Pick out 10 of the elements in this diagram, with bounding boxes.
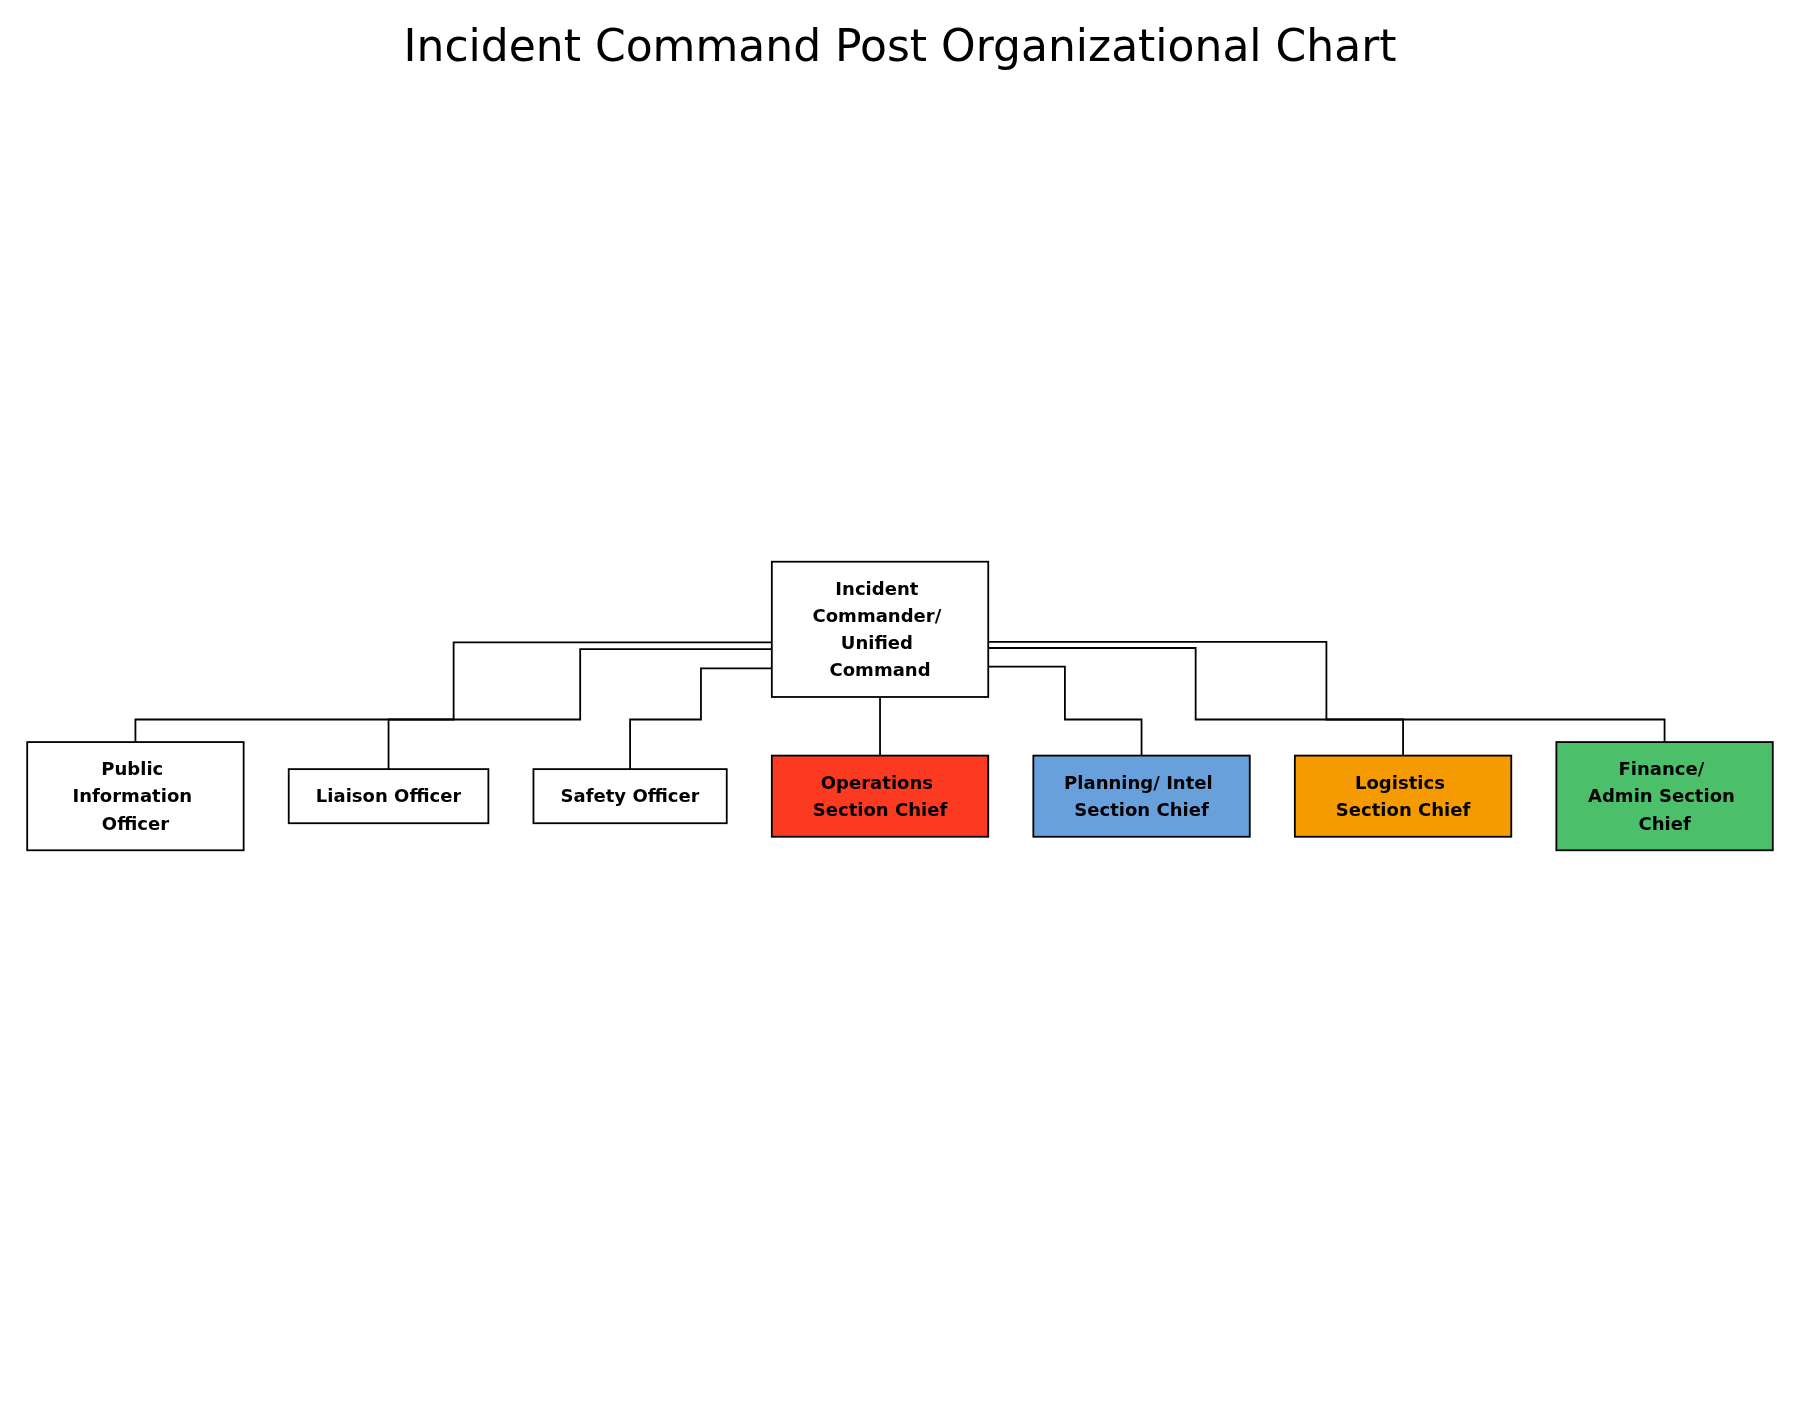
node-box: Incident Commander/ Unified Command (770, 560, 990, 698)
node-box: Public Information Officer (26, 741, 245, 852)
connector (879, 696, 881, 757)
node-box: Finance/ Admin Section Chief (1555, 741, 1774, 852)
node-box: Liaison Officer (287, 768, 490, 825)
node-box: Planning/ Intel Section Chief (1032, 754, 1251, 838)
node-box: Logistics Section Chief (1293, 754, 1513, 838)
node-box: Safety Officer (532, 768, 728, 825)
chart-title: Incident Command Post Organizational Chart (402, 20, 1398, 71)
node-box: Operations Section Chief (770, 754, 990, 838)
